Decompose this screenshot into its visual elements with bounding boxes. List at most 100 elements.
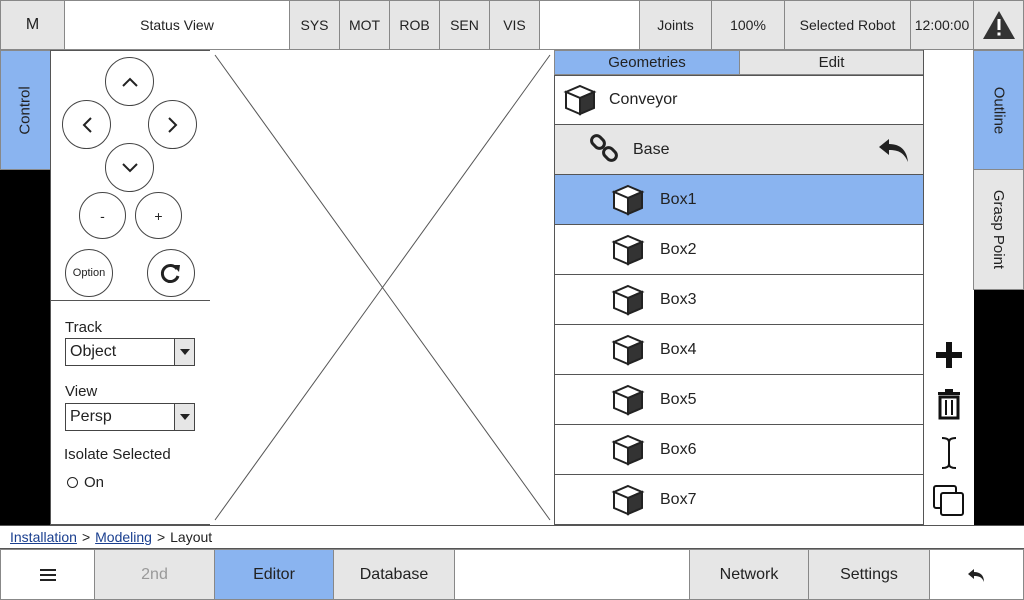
chevron-left-icon [82, 116, 92, 133]
jog-left-button[interactable] [62, 100, 111, 149]
view-label: View [65, 383, 98, 400]
copy-icon [933, 485, 964, 516]
tab-edit[interactable]: Edit [739, 50, 924, 75]
top-bar: M Status View SYS MOT ROB SEN VIS Joints… [0, 0, 1024, 50]
isolate-label: Isolate Selected [64, 446, 171, 463]
rotate-button[interactable] [147, 249, 195, 297]
add-button[interactable] [934, 340, 964, 370]
tab-grasp-point-label: Grasp Point [990, 189, 1007, 270]
bottom-blank [454, 549, 690, 600]
tree-item-box3-label: Box3 [660, 290, 697, 308]
database-button[interactable]: Database [333, 549, 455, 600]
hamburger-icon [39, 568, 56, 581]
jog-up-button[interactable] [105, 57, 154, 106]
view-select[interactable]: Persp [65, 403, 195, 431]
track-select[interactable]: Object [65, 338, 195, 366]
selected-robot-label: Selected Robot [799, 17, 896, 33]
cube-icon [611, 384, 645, 416]
link-icon [590, 133, 618, 162]
delete-button[interactable] [934, 388, 964, 420]
tab-rob[interactable]: ROB [389, 0, 440, 50]
option-button[interactable]: Option [65, 249, 113, 297]
joints-button[interactable]: Joints [639, 0, 712, 50]
settings-button[interactable]: Settings [808, 549, 930, 600]
control-divider [51, 300, 210, 301]
left-strip-fill [0, 170, 51, 525]
network-label: Network [719, 565, 779, 583]
hamburger-menu-button[interactable] [0, 549, 95, 600]
tab-rob-label: ROB [399, 17, 430, 33]
jog-down-button[interactable] [105, 143, 154, 192]
zoom-in-button[interactable]: + [135, 192, 182, 239]
tab-grasp-point[interactable]: Grasp Point [973, 169, 1024, 290]
tree-item-conveyor-label: Conveyor [609, 91, 678, 108]
speed-button[interactable]: 100% [711, 0, 785, 50]
tab-sys-label: SYS [300, 17, 329, 33]
tree-item-conveyor[interactable]: Conveyor [554, 75, 924, 125]
main-menu-button[interactable]: M [0, 0, 65, 50]
settings-label: Settings [840, 565, 898, 583]
second-button[interactable]: 2nd [94, 549, 215, 600]
cube-icon [611, 284, 645, 316]
trash-icon [938, 389, 960, 420]
tree-item-box6[interactable]: Box6 [554, 425, 924, 475]
viewport-3d[interactable] [210, 50, 555, 525]
tree-item-box1-label: Box1 [660, 190, 697, 208]
radio-circle-icon [67, 477, 78, 488]
text-cursor-icon [941, 437, 957, 469]
breadcrumb-separator: > [156, 529, 166, 545]
tab-vis[interactable]: VIS [489, 0, 540, 50]
rename-button[interactable] [934, 436, 964, 470]
tab-outline[interactable]: Outline [973, 50, 1024, 170]
tree-item-box4[interactable]: Box4 [554, 325, 924, 375]
tab-control[interactable]: Control [0, 50, 51, 170]
duplicate-button[interactable] [932, 484, 966, 518]
tab-sen-label: SEN [450, 17, 479, 33]
tree-item-base[interactable]: Base [554, 125, 924, 175]
status-view-button[interactable]: Status View [64, 0, 290, 50]
tree-item-box1[interactable]: Box1 [554, 175, 924, 225]
cube-icon [611, 434, 645, 466]
tab-geometries[interactable]: Geometries [554, 50, 740, 75]
tree-item-box3[interactable]: Box3 [554, 275, 924, 325]
tab-mot[interactable]: MOT [339, 0, 390, 50]
tab-control-label: Control [16, 85, 34, 135]
zoom-out-label: - [100, 207, 105, 224]
cube-icon [611, 484, 645, 516]
speed-label: 100% [730, 17, 766, 33]
status-view-label: Status View [140, 17, 214, 33]
dropdown-arrow-icon [174, 339, 194, 365]
jog-right-button[interactable] [148, 100, 197, 149]
tree-item-box2[interactable]: Box2 [554, 225, 924, 275]
network-button[interactable]: Network [689, 549, 809, 600]
cube-icon [611, 234, 645, 266]
tab-geometries-label: Geometries [608, 54, 686, 71]
back-arrow-icon [967, 568, 984, 582]
isolate-option-label: On [84, 474, 105, 491]
zoom-out-button[interactable]: - [79, 192, 126, 239]
tree-item-box7-label: Box7 [660, 490, 697, 508]
tab-sys[interactable]: SYS [289, 0, 340, 50]
tree-item-box4-label: Box4 [660, 340, 697, 358]
breadcrumb-link-modeling[interactable]: Modeling [95, 529, 152, 545]
back-button[interactable] [929, 549, 1024, 600]
cube-icon [611, 184, 645, 216]
warning-icon [982, 11, 1015, 39]
breadcrumb-link-installation[interactable]: Installation [10, 529, 77, 545]
tree-item-box2-label: Box2 [660, 240, 697, 258]
joints-label: Joints [657, 17, 694, 33]
selected-robot-button[interactable]: Selected Robot [784, 0, 911, 50]
editor-button[interactable]: Editor [214, 549, 334, 600]
zoom-in-label: + [154, 207, 163, 224]
cube-icon [611, 334, 645, 366]
tree-item-box5-label: Box5 [660, 390, 697, 408]
tab-sen[interactable]: SEN [439, 0, 490, 50]
isolate-radio[interactable]: On [67, 474, 104, 491]
chevron-up-icon [121, 77, 138, 87]
breadcrumb-current: Layout [170, 529, 213, 545]
back-arrow-icon[interactable] [877, 135, 913, 165]
tab-edit-label: Edit [818, 54, 845, 71]
tree-item-box5[interactable]: Box5 [554, 375, 924, 425]
tree-item-box7[interactable]: Box7 [554, 475, 924, 525]
warning-button[interactable] [973, 0, 1024, 50]
